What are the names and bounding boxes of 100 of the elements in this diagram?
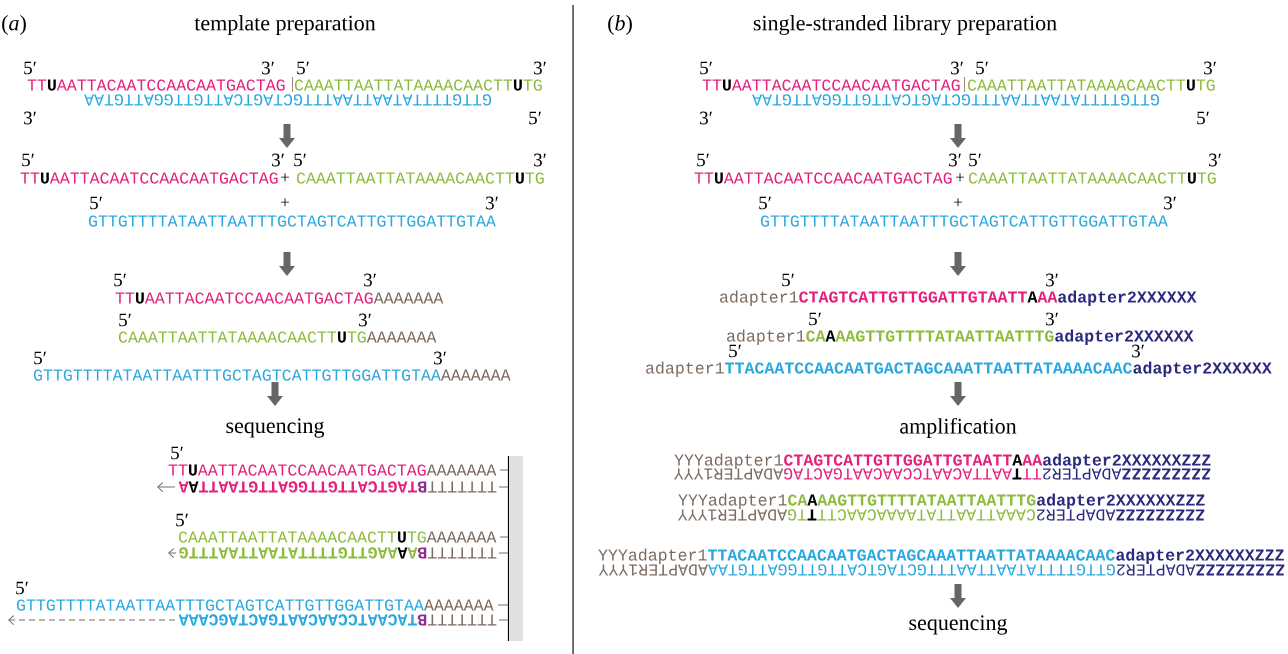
base-sequence: U (714, 172, 723, 184)
strand-end-label: 5′ (294, 153, 306, 167)
base-sequence: GTTGTTTTATAATTAATTTGCTAGTCATTGTTGGATTGTAA (88, 215, 496, 227)
base-sequence: ADAPTER2 (1117, 564, 1196, 576)
base-sequence: T (807, 509, 817, 521)
base-sequence: U (513, 79, 522, 91)
step-label: sequencing (226, 418, 325, 438)
base-sequence: AATTACAATCCAACAATGACTAG (49, 172, 278, 184)
strand-end-label: 3′ (262, 61, 274, 75)
strand-end-label: 5′ (700, 61, 712, 75)
base-sequence: B (417, 547, 427, 559)
base-sequence: CAAATTAATTATAAAACAACTT (817, 509, 1035, 521)
base-sequence: A (397, 547, 408, 559)
base-sequence: adapter1 (720, 290, 798, 306)
base-sequence: adapter1 (646, 361, 724, 377)
base-sequence: YYYadapter1 (678, 493, 787, 509)
base-sequence: AATTACAATCCAACAATGACTAG (784, 468, 1012, 480)
strand-end-label: 5′ (976, 61, 988, 75)
base-sequence: AATTACAATCCAACAATGACTAG (731, 79, 960, 91)
base-sequence: TG (525, 172, 544, 184)
base-sequence: adapter2XXXXXXZZZ (1116, 548, 1284, 564)
base-sequence: GTTGTTTTATAATTAATTTGCTAGTCATTGTTGGATTGTAA (708, 564, 1115, 576)
panel-title: single-stranded library preparation (753, 15, 1057, 35)
base-sequence: U (47, 79, 56, 91)
strand-end-label: 3′ (1204, 61, 1216, 75)
strand-end-label: 3′ (700, 111, 712, 125)
base-sequence: TT (1022, 468, 1042, 480)
base-sequence: CAAATTAATTATAAAACAACTT (967, 79, 1186, 91)
base-sequence: GTTGTTTTATAATTAATTTGCTAGTCATTGTTGGATTGTAA (16, 599, 424, 611)
base-sequence: A (825, 330, 836, 342)
panel-letter: (b) (608, 15, 632, 35)
base-sequence: TTACAATCCAACAATGACTAGCAAATTAATTATAAAACAAC (707, 549, 1115, 561)
base-sequence: TG (523, 79, 542, 91)
base-sequence: ZZZZZZZZZ (1196, 564, 1285, 576)
base-sequence: U (515, 172, 524, 184)
base-sequence: A (807, 494, 818, 506)
strand-end-label: 3′ (434, 351, 446, 365)
base-sequence: AAGTTGTTTTATAATTAATTTG (817, 494, 1036, 506)
base-sequence: U (40, 172, 49, 184)
base-sequence: B (417, 481, 427, 493)
strand-end-label: 5′ (809, 312, 821, 326)
strand-end-label: 5′ (759, 196, 771, 210)
strand-end-label: 3′ (1209, 153, 1221, 167)
strand-end-label: 3′ (949, 153, 961, 167)
base-sequence: CAAATTAATTATAAAACAACTT (968, 172, 1187, 184)
base-sequence: CTAGTCATTGTTGGATTGTAATT (784, 454, 1012, 466)
strand-end-label: 5′ (22, 153, 34, 167)
base-sequence: adapter2XXXXXXZZZ (1037, 493, 1205, 509)
base-sequence: AAAAAAA (366, 331, 437, 343)
strand-end-label: 5′ (16, 581, 28, 595)
base-sequence: TG (407, 531, 426, 543)
base-sequence: ADAPTER2 (1037, 509, 1116, 521)
strand-end-label: 3′ (951, 61, 963, 75)
base-sequence: AAAAAAA (440, 369, 511, 381)
base-sequence: AATTACAATCCAACAATGACTAG (723, 172, 952, 184)
base-sequence: AAAAAAA (373, 292, 444, 304)
base-sequence: AAAAAAA (423, 599, 494, 611)
base-sequence: TTTTTTT (428, 547, 497, 559)
strand-end-label: 3′ (272, 153, 284, 167)
base-sequence: YYYadapter1 (598, 548, 707, 564)
base-sequence: TTTTTTT (428, 614, 497, 626)
strand-end-label: 5′ (782, 273, 794, 287)
base-sequence: YYYadapter1 (674, 453, 783, 469)
base-sequence: CAAATTAATTATAAAACAACTT (296, 172, 515, 184)
base-sequence: AA (1037, 291, 1058, 303)
base-sequence: T (1012, 468, 1022, 480)
strand-end-label: 3′ (1046, 312, 1058, 326)
strand-end-label: 5′ (34, 351, 46, 365)
step-label: amplification (900, 417, 1017, 439)
base-sequence: TAGTCATTGTTGGATTGTAATT (199, 481, 417, 493)
base-sequence: adapter2XXXXXXZZZ (1043, 453, 1211, 469)
strand-end-label: 5′ (297, 61, 309, 75)
plus-sign: + (954, 198, 962, 207)
base-sequence: CAAATTAATTATAAAACAACTT (118, 331, 337, 343)
base-sequence: CA (806, 330, 826, 342)
strand-end-label: 5′ (90, 196, 102, 210)
base-sequence: TT (168, 464, 188, 476)
step-label: sequencing (909, 615, 1008, 635)
base-sequence: ADAPTER1YYY (674, 468, 784, 480)
base-sequence: A (188, 481, 199, 493)
base-sequence: TT (20, 172, 40, 184)
base-sequence: U (1187, 172, 1196, 184)
base-sequence: A (407, 547, 418, 559)
strand-end-label: 5′ (171, 446, 183, 460)
strand-end-label: 3′ (534, 153, 546, 167)
base-sequence: adapter2XXXXXX (1133, 361, 1272, 377)
base-sequence: TACAATCCAACAATGACTAGCAAA (178, 614, 417, 626)
base-sequence: TT (702, 79, 722, 91)
base-sequence: CA (788, 494, 808, 506)
strand-end-label: 3′ (359, 313, 371, 327)
base-sequence: adapter1 (727, 329, 805, 345)
base-sequence: A (1012, 454, 1023, 466)
base-sequence: TT (27, 79, 47, 91)
base-sequence: GTTGTTTTATAATTAATTTGCTAGTCATTGTTGGATTGTAA (760, 215, 1168, 227)
strand-end-label: 3′ (24, 111, 36, 125)
plus-sign: + (281, 173, 289, 182)
base-sequence: U (722, 79, 731, 91)
base-sequence: ZZZZZZZZZ (1116, 509, 1205, 521)
base-sequence: adapter2XXXXXX (1055, 329, 1194, 345)
base-sequence: TT (694, 172, 714, 184)
